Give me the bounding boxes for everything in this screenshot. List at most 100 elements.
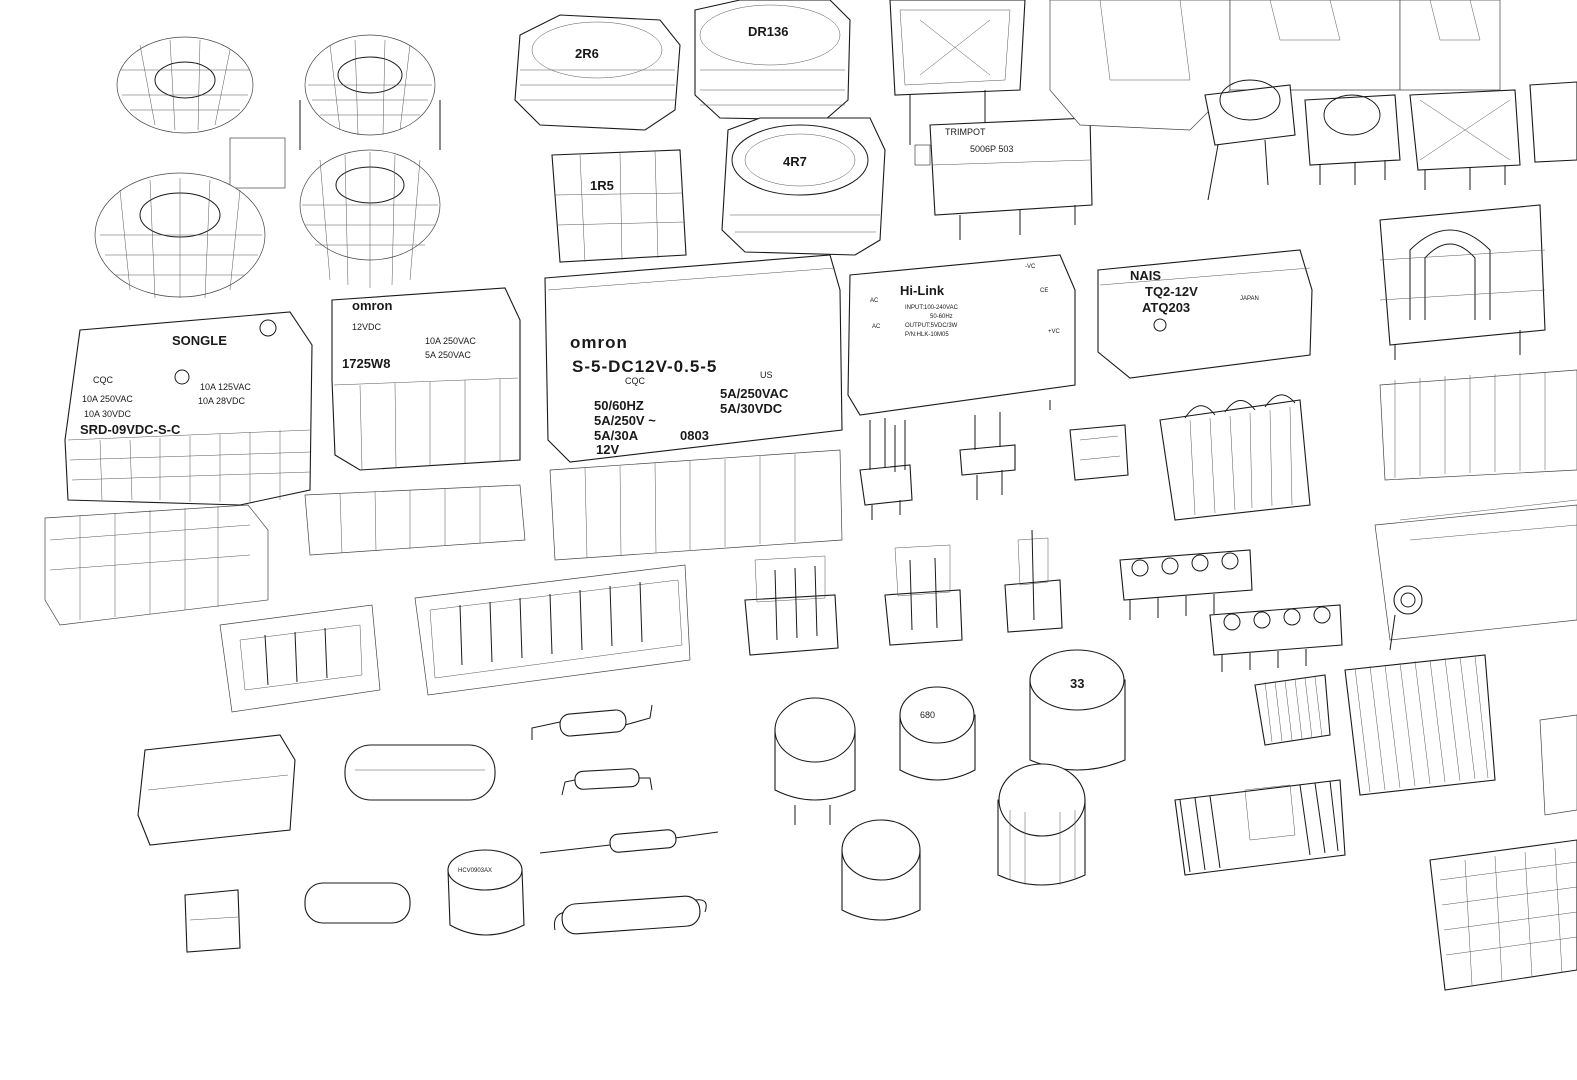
omron-big-freq: 50/60HZ [594,398,644,413]
omron-small-model: 1725W8 [342,356,390,371]
songle-rating-3: 10A 30VDC [84,409,132,419]
ic-socket-strip-2 [1209,604,1343,672]
toroid-inductor-3 [94,172,266,299]
omron-big-rating-3: 5A/250VAC [720,386,789,401]
nais-origin: JAPAN [1240,296,1259,302]
songle-cert: CQC [93,375,114,385]
crystal-cylinder: HCV0903AX [447,849,525,936]
pin-header-strip-right [1374,369,1577,641]
trimpot-brand: TRIMPOT [945,127,986,137]
heatsink-medium [1344,654,1496,796]
box-header-large [414,564,691,696]
trimmer-potentiometer-4 [1529,81,1577,163]
resistor-2 [561,768,653,796]
crystal-hc49-small [304,882,411,924]
hilink-pin-vc-neg: -VC [1025,264,1036,270]
trimpot-code: 5006P 503 [970,144,1013,154]
capacitor-tall [997,763,1086,886]
capacitor-label-33: 33 [1070,676,1084,691]
songle-model: SRD-09VDC-S-C [80,422,181,437]
ic-socket-strip-1 [1119,549,1253,620]
nais-brand: NAIS [1130,268,1161,283]
variable-capacitor [889,0,1026,145]
songle-rating-4: 10A 28VDC [198,396,246,406]
capacitor-label-680: 680 [920,710,935,720]
trimmer-potentiometer-1 [1204,79,1296,201]
omron-big-code: 0803 [680,428,709,443]
resistor-axial [539,829,719,854]
nais-model: TQ2-12V [1145,284,1198,299]
hilink-pin-vc-pos: +VC [1048,329,1061,335]
inductor-label-1r5: 1R5 [590,178,614,193]
smd-inductor-dr136: DR136 [694,0,851,121]
box-header-small [219,604,381,713]
trimmer-potentiometer-2 [1304,94,1401,185]
smd-inductor-1r5: 1R5 [551,149,687,263]
blocks-top-right [1229,0,1501,91]
toroid-inductor-2 [304,34,436,136]
omron-big-brand: omron [570,333,628,352]
omron-big-voltage: 12V [596,442,619,457]
hilink-pin-ac-1: AC [870,298,879,304]
female-header-row-3 [549,449,843,561]
crystal-hc49 [344,744,496,801]
ic-socket-top [1049,0,1231,131]
inductor-label-4r7: 4R7 [783,154,807,169]
heatsink-to220 [1174,779,1346,876]
toroid-inductor-1 [116,36,286,189]
heatsink-pin-array [1429,839,1577,991]
hilink-line-3: OUTPUT:5VDC/3W [905,323,958,329]
omron-small-rating-2: 5A 250VAC [425,350,471,360]
hilink-pin-ac-2: AC [872,324,881,330]
nais-part: ATQ203 [1142,300,1190,315]
trimmer-potentiometer-3 [1409,89,1521,190]
resistor-wirewound [554,895,707,935]
crystal-can-small [184,889,241,953]
pin-header-1x2 [959,412,1016,500]
omron-small-brand: omron [352,298,393,313]
omron-big-rating-1: 5A/250V ~ [594,413,656,428]
relay-omron-small: omron 12VDC 10A 250VAC 5A 250VAC 1725W8 [331,287,521,471]
hilink-power-module: Hi-Link CE INPUT:100-240VAC 50-60Hz OUTP… [847,254,1076,416]
omron-big-rating-4: 5A/30VDC [720,401,783,416]
trimpot-5006p: TRIMPOT 5006P 503 [914,117,1093,240]
jst-connector-1pin [1004,529,1063,633]
toroid-inductor-4 [299,100,441,288]
hilink-line-2: 50-60Hz [930,314,953,320]
crystal-label: HCV0903AX [458,868,492,874]
omron-big-cert: CQC [625,376,646,386]
omron-big-rating-2: 5A/30A [594,428,639,443]
omron-big-us: US [760,370,773,380]
omron-big-model: S-5-DC12V-0.5-5 [572,357,717,376]
jst-connector-3pin [744,555,839,656]
hilink-ce: CE [1040,288,1048,294]
omron-small-rating-1: 10A 250VAC [425,336,476,346]
omron-small-voltage: 12VDC [352,322,382,332]
inductor-label-2r6: 2R6 [575,46,599,61]
songle-brand: SONGLE [172,333,227,348]
relay-omron-big: omron S-5-DC12V-0.5-5 CQC 50/60HZ 5A/250… [544,254,843,463]
relay-songle: SONGLE CQC 10A 250VAC 10A 125VAC 10A 30V… [64,311,313,506]
capacitor-radial-33: 33 [1029,649,1126,771]
capacitor-radial-1 [774,697,856,825]
hilink-line-1: INPUT:100-240VAC [905,305,959,311]
hilink-brand: Hi-Link [900,283,945,298]
female-header-row-2 [304,484,526,556]
heatsink-edge-right [1539,714,1577,816]
capacitor-radial-680: 680 [899,686,976,781]
songle-rating-1: 10A 250VAC [82,394,133,404]
ic-socket-single [1389,585,1423,651]
jst-connector-2pin [884,544,963,646]
pin-header-2x2 [859,418,913,520]
common-mode-choke [1379,204,1546,360]
relay-nais: NAIS TQ2-12V ATQ203 JAPAN [1097,249,1313,379]
jumper-cap [1069,424,1129,481]
female-header-2x6 [44,504,269,626]
capacitor-radial-2 [841,819,921,921]
smd-inductor-2r6: 2R6 [514,14,681,131]
songle-rating-2: 10A 125VAC [200,382,251,392]
smd-inductor-4r7: 4R7 [721,117,886,256]
ffc-connector-block [1159,394,1311,521]
